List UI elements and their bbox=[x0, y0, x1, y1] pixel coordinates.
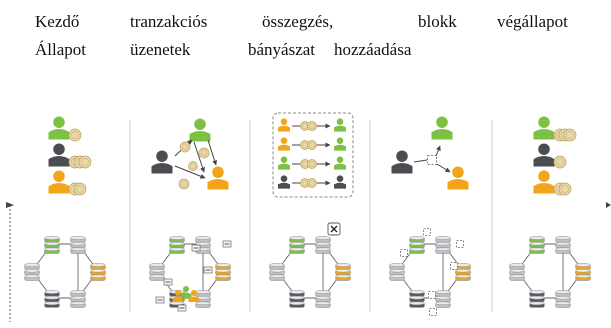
database-icon bbox=[289, 236, 305, 254]
database-icon bbox=[435, 290, 451, 308]
connector-line bbox=[207, 139, 218, 166]
user-icon bbox=[180, 285, 192, 299]
user-icon bbox=[48, 143, 70, 167]
caption-word: Állapot bbox=[35, 40, 86, 59]
database-icon bbox=[149, 263, 165, 281]
database-icon bbox=[70, 236, 86, 254]
database-icon bbox=[90, 263, 106, 281]
coin-icon bbox=[178, 178, 190, 190]
database-icon bbox=[575, 263, 591, 281]
user-icon bbox=[278, 175, 290, 189]
coin-icon bbox=[307, 159, 317, 169]
user-icon bbox=[334, 156, 346, 170]
database-icon bbox=[529, 290, 545, 308]
user-icon bbox=[278, 156, 290, 170]
pending-block bbox=[450, 262, 458, 270]
message-envelope-icon bbox=[155, 296, 165, 304]
user-icon bbox=[189, 118, 211, 142]
caption-word: üzenetek bbox=[130, 40, 191, 59]
timeline-arrow bbox=[606, 202, 611, 208]
caption-word: tranzakciós bbox=[130, 12, 208, 31]
user-icon bbox=[431, 116, 453, 140]
caption-word: hozzáadása bbox=[334, 40, 412, 59]
pending-block bbox=[456, 240, 464, 248]
user-icon bbox=[278, 137, 290, 151]
caption-word: Kezdő bbox=[35, 12, 80, 31]
database-icon bbox=[409, 236, 425, 254]
user-icon bbox=[334, 118, 346, 132]
database-icon bbox=[315, 290, 331, 308]
coin-icon bbox=[558, 182, 572, 196]
connector-line bbox=[193, 141, 205, 173]
message-envelope-icon bbox=[191, 244, 201, 252]
database-icon bbox=[24, 263, 40, 281]
caption-word: blokk bbox=[418, 12, 457, 31]
user-icon bbox=[48, 116, 70, 140]
user-icon bbox=[533, 143, 555, 167]
user-icon bbox=[48, 170, 70, 194]
coin-icon bbox=[563, 128, 577, 142]
database-icon bbox=[215, 263, 231, 281]
pending-block bbox=[423, 228, 431, 236]
database-icon bbox=[335, 263, 351, 281]
coin-icon bbox=[73, 182, 87, 196]
database-icon bbox=[529, 236, 545, 254]
hammer-wrench-icon bbox=[327, 222, 341, 236]
database-icon bbox=[509, 263, 525, 281]
database-icon bbox=[289, 290, 305, 308]
coin-icon bbox=[198, 147, 210, 159]
coin-icon bbox=[78, 155, 92, 169]
coin-icon bbox=[188, 161, 198, 171]
coin-icon bbox=[307, 140, 317, 150]
message-envelope-icon bbox=[222, 240, 232, 248]
database-icon bbox=[409, 290, 425, 308]
coin-icon bbox=[179, 141, 191, 153]
connector-line bbox=[436, 163, 451, 173]
database-icon bbox=[44, 236, 60, 254]
user-icon bbox=[391, 150, 413, 174]
coin-icon bbox=[307, 178, 317, 188]
database-icon bbox=[455, 263, 471, 281]
coin-icon bbox=[307, 121, 317, 131]
user-icon bbox=[278, 118, 290, 132]
user-icon bbox=[207, 166, 229, 190]
database-icon bbox=[389, 263, 405, 281]
user-icon bbox=[447, 166, 469, 190]
caption-word: bányászat bbox=[248, 40, 316, 59]
user-icon bbox=[151, 150, 173, 174]
database-icon bbox=[44, 290, 60, 308]
database-icon bbox=[435, 236, 451, 254]
message-envelope-icon bbox=[177, 304, 187, 312]
message-envelope-icon bbox=[203, 266, 213, 274]
database-icon bbox=[70, 290, 86, 308]
pending-block bbox=[429, 308, 437, 316]
pending-block bbox=[400, 249, 408, 257]
coin-icon bbox=[553, 155, 567, 169]
caption-word: összegzés, bbox=[262, 12, 334, 31]
pending-block bbox=[427, 155, 437, 165]
connector-line bbox=[174, 165, 206, 179]
database-icon bbox=[555, 236, 571, 254]
pending-block bbox=[428, 291, 436, 299]
database-icon bbox=[169, 236, 185, 254]
coin-icon bbox=[68, 128, 82, 142]
connector-line bbox=[413, 159, 428, 163]
timeline-arrow bbox=[6, 202, 14, 208]
block-summary-box bbox=[272, 112, 354, 198]
user-icon bbox=[533, 116, 555, 140]
user-icon bbox=[533, 170, 555, 194]
message-envelope-icon bbox=[163, 278, 173, 286]
database-icon bbox=[315, 236, 331, 254]
caption-word: végállapot bbox=[497, 12, 568, 31]
database-icon bbox=[555, 290, 571, 308]
user-icon bbox=[188, 289, 200, 303]
coin-icon bbox=[300, 121, 310, 131]
user-icon bbox=[334, 137, 346, 151]
connector-line bbox=[435, 145, 441, 157]
database-icon bbox=[269, 263, 285, 281]
user-icon bbox=[334, 175, 346, 189]
